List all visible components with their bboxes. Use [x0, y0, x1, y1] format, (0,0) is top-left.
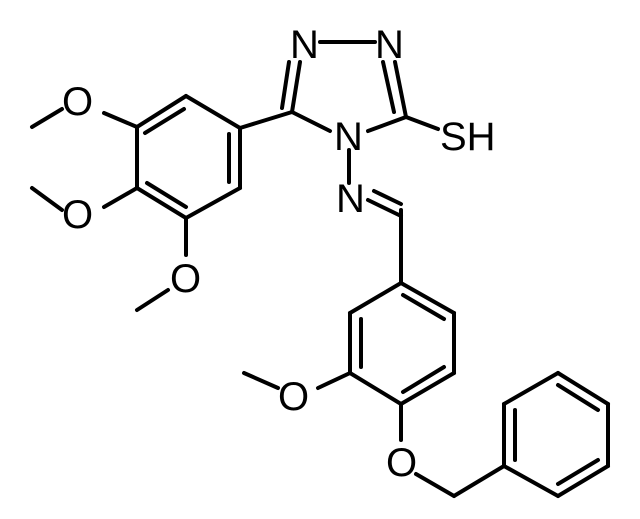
bond-a3-o-top — [102, 111, 139, 129]
atom-n-imine: N — [336, 177, 365, 221]
bond-a4-a5-double — [145, 181, 188, 209]
bond-p2-p3 — [502, 371, 560, 406]
bond-p5-p6 — [556, 464, 610, 498]
bond-b1-b2 — [399, 281, 456, 315]
bond-c5-aryl — [238, 110, 294, 130]
atom-n1: N — [290, 23, 319, 67]
bond-o-bot-me — [135, 288, 170, 312]
atom-labels: N N N N SH O O O O O — [62, 23, 496, 485]
bond-b3-b4-double — [401, 365, 446, 394]
bond-n-imine-ch-double — [372, 189, 403, 206]
bond-p6-p1 — [502, 464, 560, 498]
bond-n2-c3 — [393, 60, 408, 119]
bond-b6-b1 — [348, 281, 403, 315]
bond-a2-a3 — [135, 94, 188, 129]
bond-o-top-me — [30, 107, 64, 129]
atom-o-mid: O — [62, 193, 93, 237]
bond-c3-s — [404, 115, 440, 131]
atom-n4: N — [334, 115, 363, 159]
bond-n-imine-ch — [366, 198, 403, 218]
bond-n4-c5 — [290, 110, 332, 133]
bond-o-methoxy-me — [242, 371, 280, 390]
bond-c3-n4 — [366, 115, 408, 133]
bond-n2-c3-double — [381, 60, 396, 114]
bond-a4-a5 — [135, 186, 188, 220]
bond-b1-b2-double — [401, 293, 446, 321]
bond-a1-a2 — [184, 94, 242, 130]
bond-b3-b4 — [399, 371, 456, 406]
atom-sh: SH — [440, 115, 496, 159]
atom-o-methoxy: O — [278, 375, 309, 419]
bond-a2-a3-double — [143, 107, 186, 135]
bond-p3-p4 — [556, 371, 610, 406]
bond-o-benzyloxy-ch2 — [414, 472, 456, 498]
bond-b4-b5 — [348, 371, 403, 406]
bond-a5-a6 — [184, 186, 242, 220]
bond-o-mid-me — [30, 186, 64, 212]
bond-p5-p6-double — [556, 458, 600, 486]
bond-a4-o-mid — [102, 186, 139, 209]
bond-ch2-phenyl — [452, 464, 506, 498]
bond-p3-p4-double — [556, 383, 600, 412]
atom-o-bot: O — [170, 257, 201, 301]
atom-o-top: O — [62, 80, 93, 124]
bonds — [30, 40, 610, 498]
bond-c5-n1-double — [280, 60, 291, 110]
atom-o-benzyloxy: O — [386, 441, 417, 485]
bond-b5-o-methoxy — [316, 371, 352, 390]
atom-n2: N — [375, 23, 404, 67]
bond-c5-n1 — [290, 60, 302, 114]
